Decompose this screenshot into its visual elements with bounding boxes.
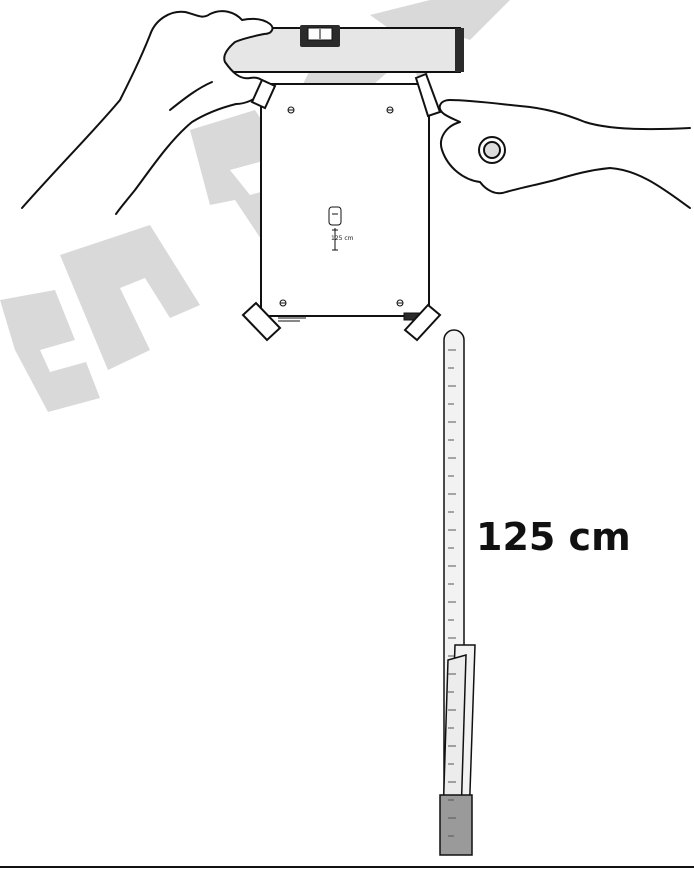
- hand-right-icon: [438, 99, 691, 209]
- wall-template: [241, 72, 442, 342]
- folding-ruler-icon: [439, 329, 476, 856]
- bottom-divider: [0, 866, 694, 868]
- template-height-label: 125 cm: [331, 235, 354, 242]
- measurement-label: 125 cm: [476, 515, 631, 559]
- hand-left-icon: [21, 10, 274, 215]
